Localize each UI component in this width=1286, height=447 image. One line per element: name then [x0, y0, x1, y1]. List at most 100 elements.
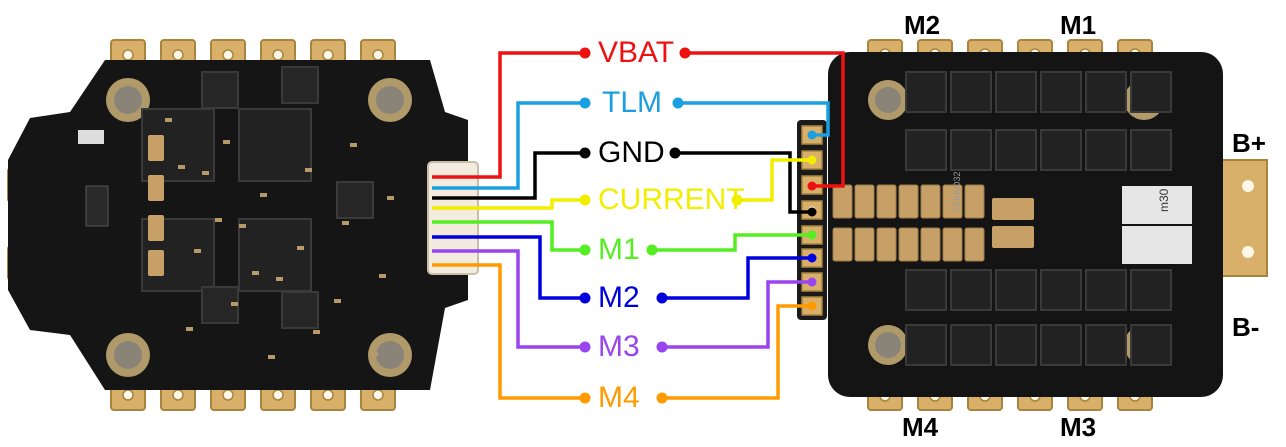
wire-dot-m3: [579, 341, 591, 353]
esc-capacitor: [920, 227, 941, 262]
wire-m3: [432, 249, 817, 353]
wire-end-m1: [807, 230, 817, 240]
wire-dot-m4: [656, 392, 668, 404]
ic-chip: [201, 286, 239, 324]
capacitor: [148, 175, 164, 201]
wire-dot-vbat: [579, 47, 591, 59]
esc-capacitor: [876, 227, 897, 262]
wire-dot-m2: [579, 292, 591, 304]
smd-resistor: [231, 302, 238, 306]
wire-gnd: [432, 147, 817, 217]
esc-mosfet: [1040, 129, 1082, 171]
signal-label-m3: M3: [598, 330, 640, 363]
capacitor: [148, 250, 164, 276]
smd-resistor: [371, 352, 378, 356]
smd-resistor: [186, 327, 193, 331]
signal-label-vbat: VBAT: [598, 36, 675, 69]
esc-mosfet: [1085, 129, 1127, 171]
esc-capacitor: [854, 184, 875, 219]
esc-capacitor: [942, 184, 963, 219]
smd-resistor: [194, 249, 201, 253]
wire-dot-m1: [579, 244, 591, 256]
smd-resistor: [334, 299, 341, 303]
smd-resistor: [239, 224, 246, 228]
esc-mosfet: [1085, 71, 1127, 113]
wire-dot-m3: [656, 341, 668, 353]
esc-capacitor: [992, 198, 1034, 220]
smd-resistor: [268, 355, 275, 359]
esc-mosfet: [905, 324, 947, 366]
signal-label-tlm: TLM: [602, 86, 662, 119]
esc-capacitor: [854, 227, 875, 262]
smd-part: [85, 185, 109, 227]
esc-capacitor: [876, 184, 897, 219]
esc-mosfet: [995, 269, 1037, 311]
esc-components: [797, 71, 1192, 366]
wire-dot-tlm: [579, 97, 591, 109]
esc-mosfet: [950, 269, 992, 311]
esc-mosfet: [905, 269, 947, 311]
wire-end-gnd: [807, 207, 817, 217]
esc-pad-strip: [797, 120, 827, 320]
esc-mosfet: [1130, 71, 1172, 113]
esc-capacitor: [920, 184, 941, 219]
smd-resistor: [178, 165, 185, 169]
smd-resistor: [202, 171, 209, 175]
esc-mosfet: [1130, 269, 1172, 311]
esc-mosfet: [1130, 324, 1172, 366]
esc-capacitor: [942, 227, 963, 262]
esc-mosfet: [1040, 324, 1082, 366]
esc-mosfet: [995, 129, 1037, 171]
fc-components: [78, 66, 394, 359]
signal-label-m4: M4: [598, 381, 640, 414]
esc-mosfet: [1040, 71, 1082, 113]
ic-chip: [281, 291, 319, 329]
smd-resistor: [387, 196, 394, 200]
esc-mosfet: [950, 129, 992, 171]
flight-controller-board: [7, 39, 479, 411]
wire-tlm: [432, 97, 830, 190]
esc-shunt: [1122, 186, 1192, 224]
battery-pad-hole: [1242, 246, 1254, 258]
wire-current: [432, 155, 817, 210]
capacitor: [148, 215, 164, 241]
smd-resistor: [342, 221, 349, 225]
esc-mosfet: [950, 71, 992, 113]
pad-label-bminus: B-: [1232, 312, 1260, 342]
esc-capacitor: [898, 227, 919, 262]
signal-wires: [432, 47, 845, 404]
smd-part: [78, 130, 104, 144]
ic-chip: [281, 66, 319, 104]
esc-mosfet: [1130, 129, 1172, 171]
esc-board: TEKKO32 m30: [797, 39, 1268, 411]
smd-resistor: [305, 168, 312, 172]
esc-mosfet: [1085, 324, 1127, 366]
wire-dot-m2: [656, 292, 668, 304]
pad-label-m2: M2: [904, 10, 941, 40]
wire-dot-current: [579, 194, 591, 206]
esc-capacitor: [898, 184, 919, 219]
esc-capacitor: [964, 227, 985, 262]
esc-capacitor: [832, 184, 853, 219]
esc-model-text: TEKKO32: [952, 171, 962, 212]
signal-label-m1: M1: [598, 233, 640, 266]
esc-mosfet: [905, 129, 947, 171]
esc-capacitor: [964, 184, 985, 219]
esc-mosfet: [995, 71, 1037, 113]
fc-connector: [427, 161, 479, 275]
wire-dot-gnd: [579, 147, 591, 159]
wire-dot-gnd: [669, 147, 681, 159]
wire-vbat: [432, 47, 845, 191]
wire-end-m2: [807, 253, 817, 263]
pad-label-m4: M4: [902, 412, 939, 442]
wire-end-tlm: [807, 130, 817, 140]
wire-m4: [432, 263, 817, 404]
smd-resistor: [276, 277, 283, 281]
esc-mosfet: [950, 324, 992, 366]
smd-resistor: [313, 330, 320, 334]
esc-capacitor: [832, 227, 853, 262]
pad-label-bplus: B+: [1232, 128, 1266, 158]
wire-m2: [432, 235, 817, 304]
smd-resistor: [252, 271, 259, 275]
